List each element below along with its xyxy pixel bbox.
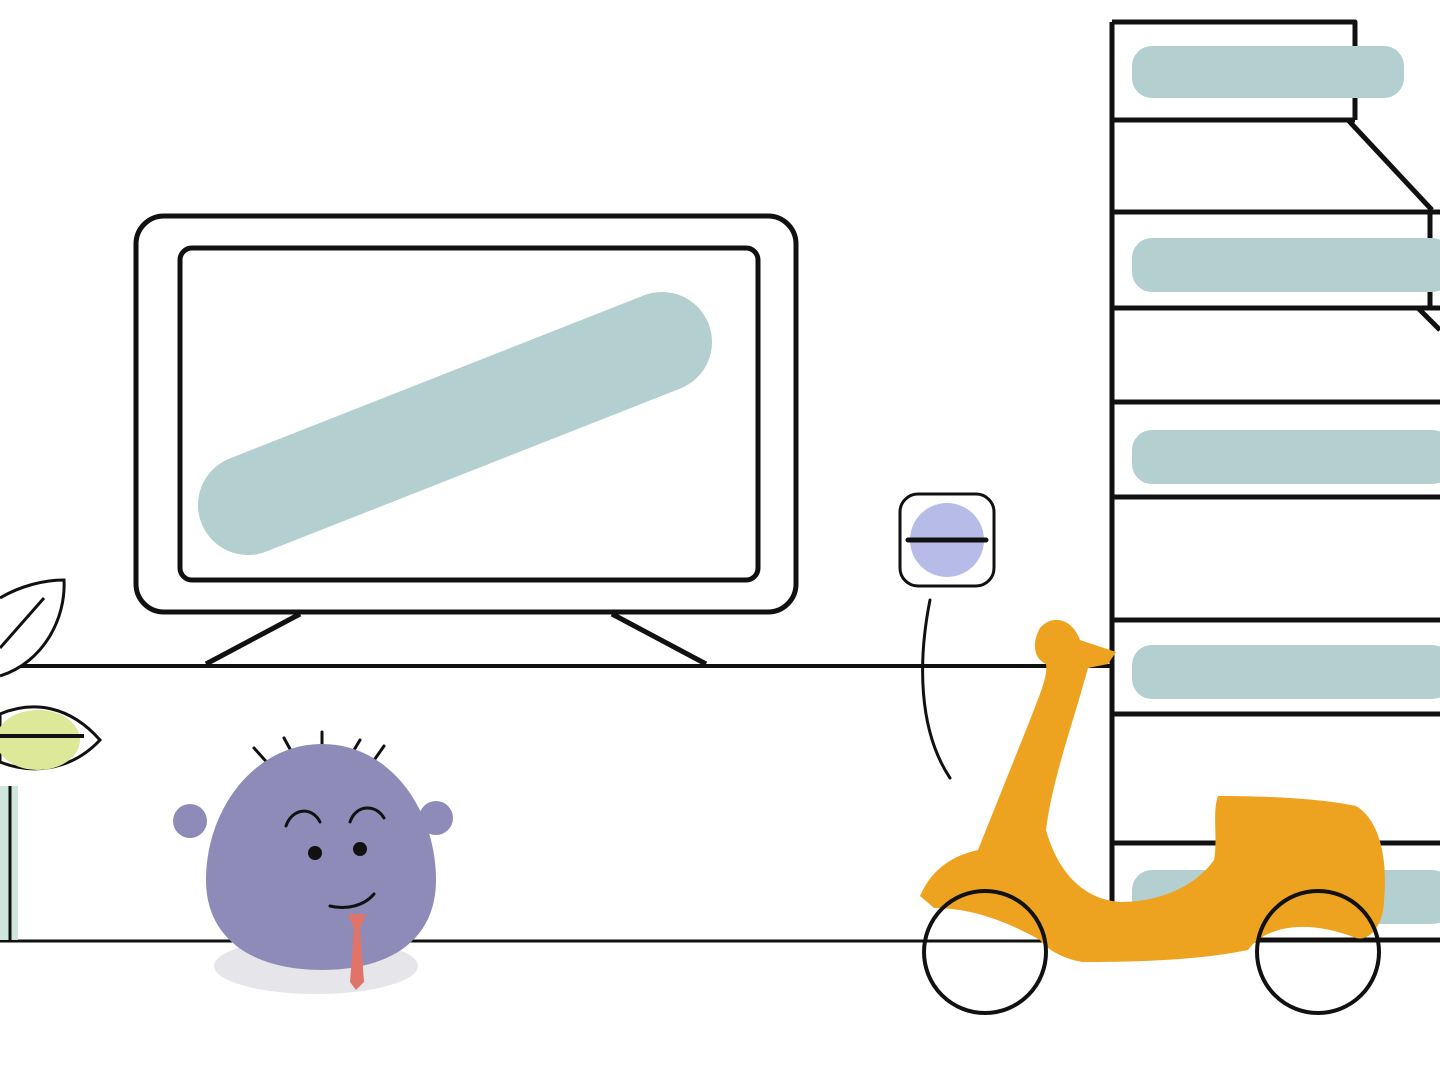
monster-eye-left [308, 846, 322, 860]
monster-eye-right [353, 842, 367, 856]
shelf-label-4 [1132, 645, 1440, 699]
monster-ear-right [419, 801, 453, 835]
scooter-rear-wheel [1255, 889, 1381, 1015]
shelf-label-2 [1132, 238, 1440, 292]
scooter-icon [920, 619, 1385, 1015]
socket-cable [921, 598, 952, 780]
monster-tie [348, 914, 366, 990]
purple-monster-character [173, 730, 453, 994]
potted-plant-icon [0, 578, 103, 940]
shelf-label-1 [1132, 46, 1404, 98]
monster-ear-left [173, 804, 207, 838]
scooter-front-wheel [922, 889, 1048, 1015]
wall-socket-icon [898, 492, 996, 780]
shelf-label-3 [1132, 430, 1440, 484]
monster-body [206, 744, 436, 970]
tv-screen-glare [198, 292, 712, 555]
scooter-body [920, 619, 1385, 962]
television-icon [133, 213, 799, 667]
shelf-labels [1132, 46, 1440, 924]
